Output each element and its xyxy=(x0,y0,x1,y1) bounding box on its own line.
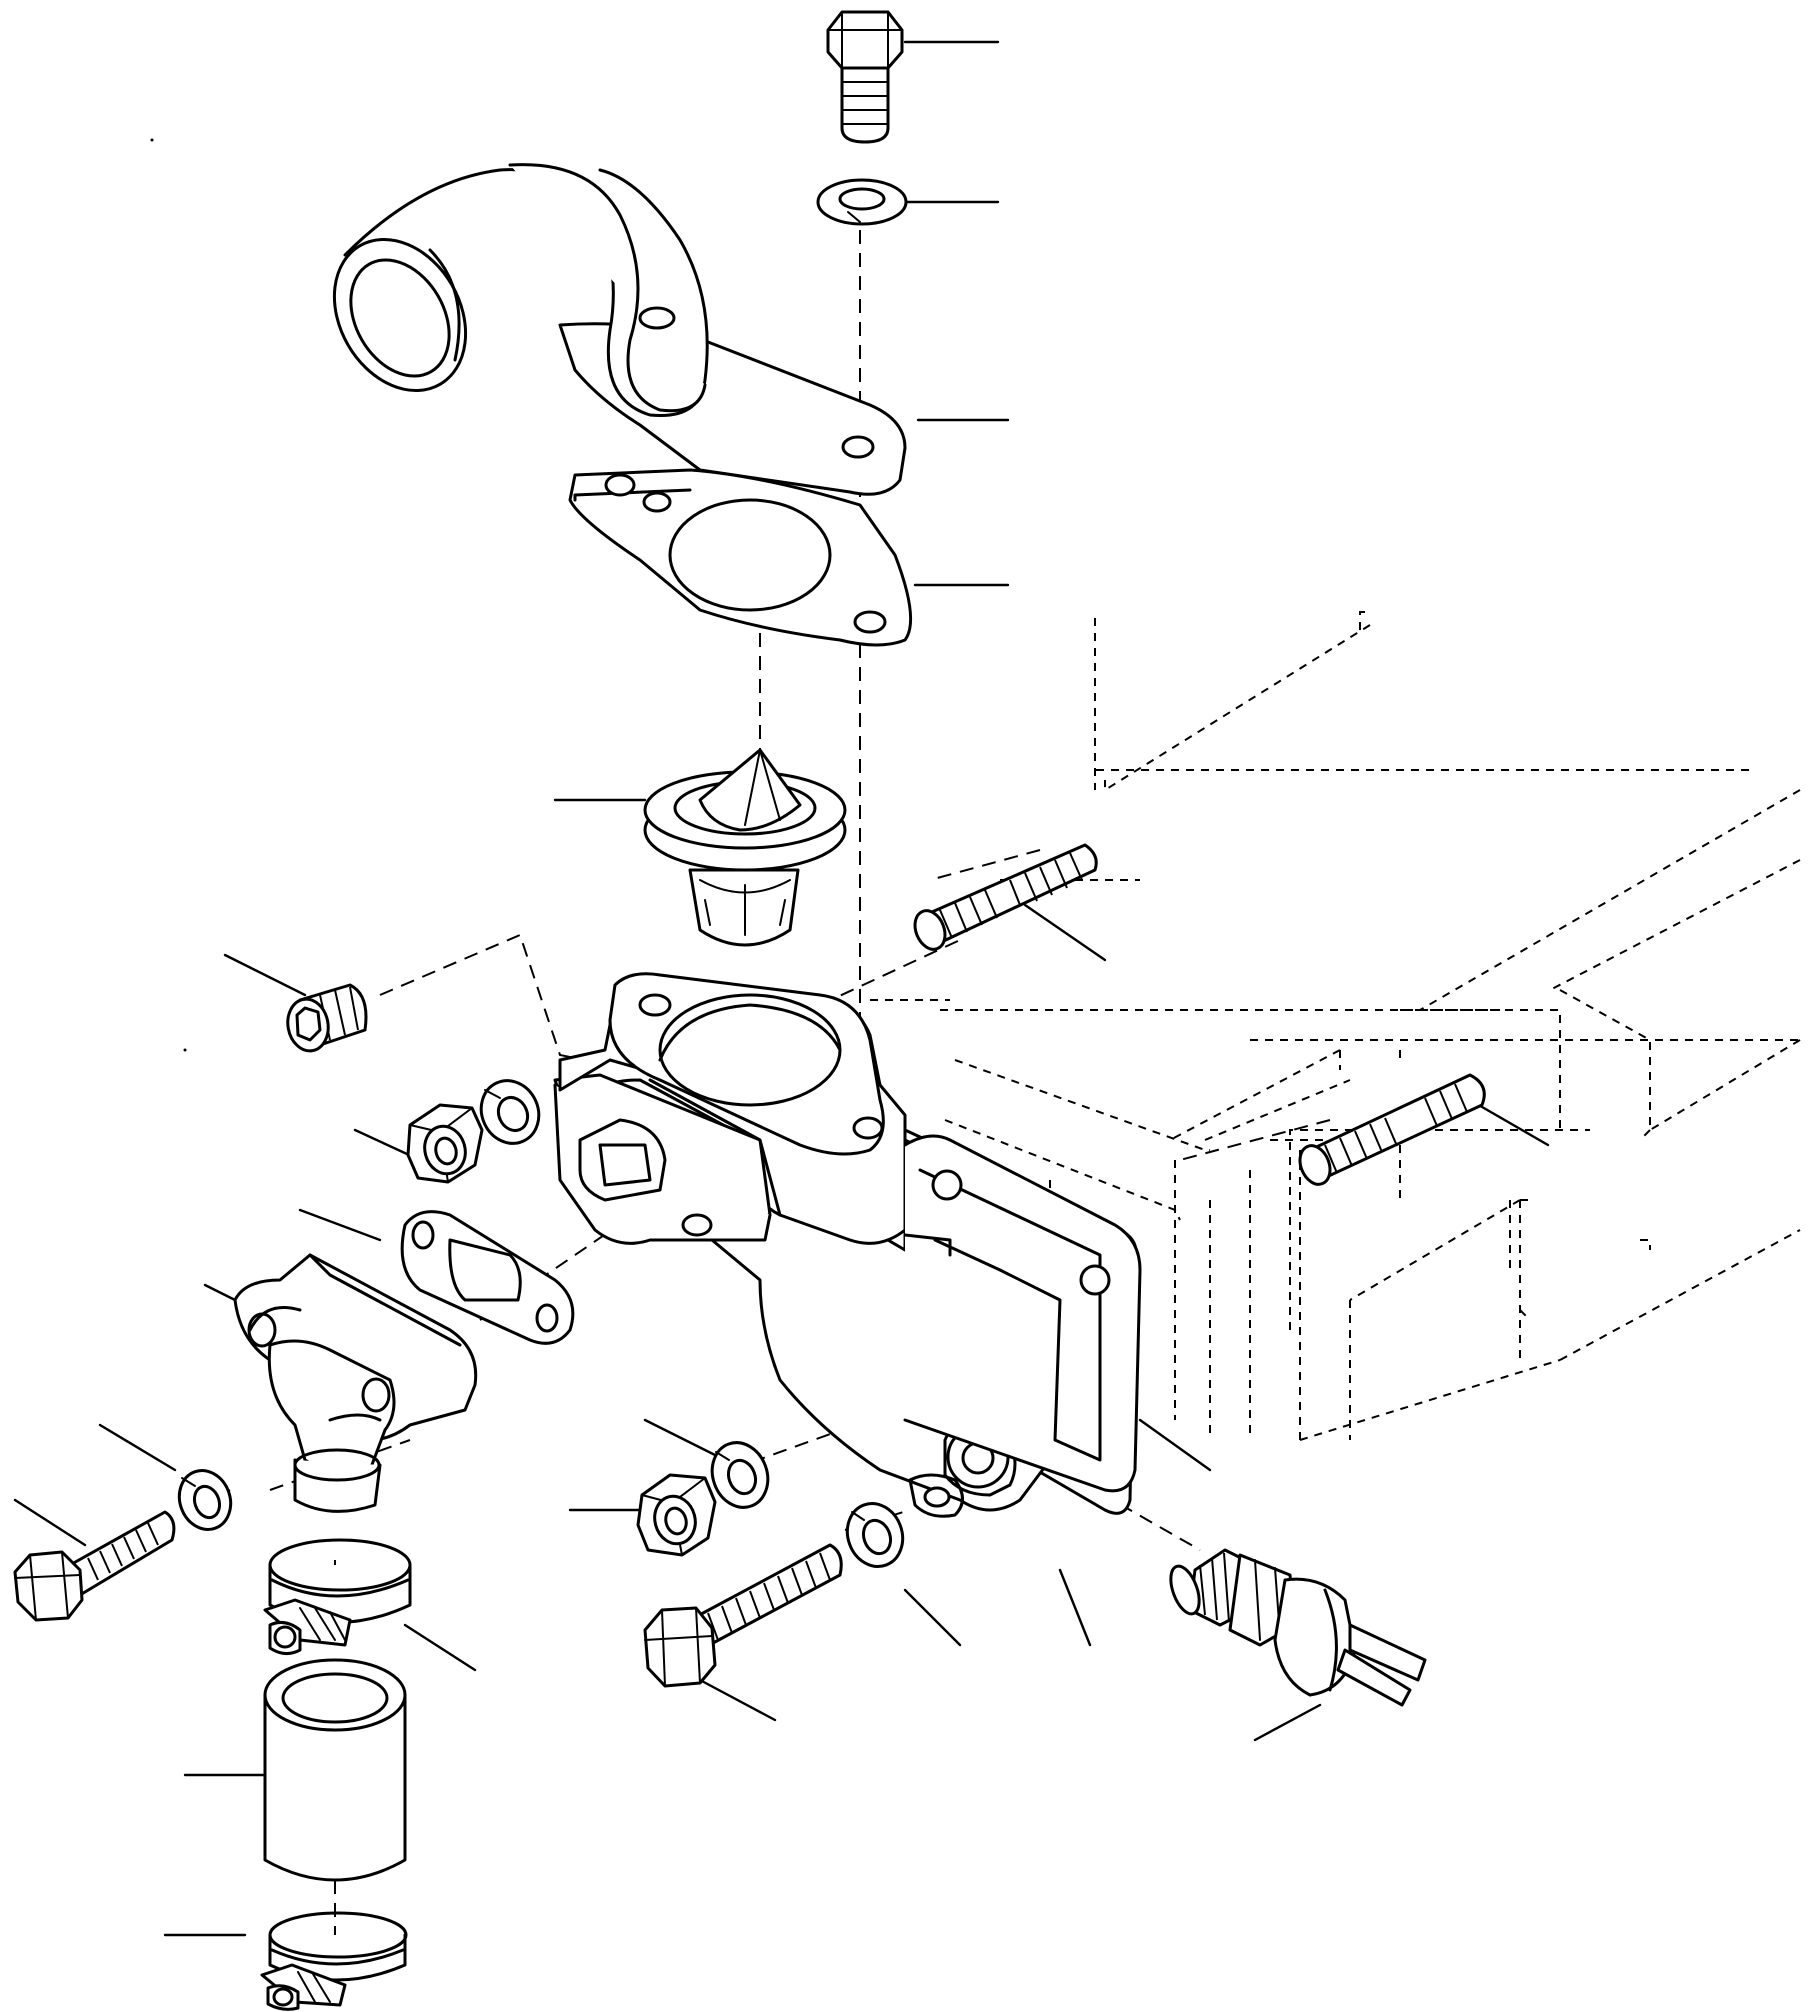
water-outlet-elbow xyxy=(332,163,907,496)
lock-washer-center xyxy=(710,1441,770,1509)
housing-gasket xyxy=(903,1134,1142,1493)
stud-upper xyxy=(913,843,1098,951)
stray-marks xyxy=(150,138,187,1052)
lock-washer-bottom xyxy=(845,1502,905,1568)
outlet-gasket xyxy=(568,468,913,647)
thermostat xyxy=(643,748,847,947)
hex-bolt-lower-left xyxy=(13,1510,176,1622)
hose xyxy=(263,1658,407,1882)
leader-lines xyxy=(13,40,1550,1937)
hex-nut-center xyxy=(636,1473,717,1557)
lock-washer-top xyxy=(816,178,908,226)
lock-washer-lower-left xyxy=(177,1469,233,1531)
elbow-connector xyxy=(233,1253,478,1513)
lock-washer-left xyxy=(479,1079,541,1145)
temperature-sender xyxy=(1169,1548,1427,1707)
hex-bolt-top xyxy=(826,10,904,144)
hose-clamp-upper xyxy=(263,1538,412,1655)
plug xyxy=(286,983,368,1053)
hex-bolt-bottom xyxy=(643,1543,843,1688)
stud-lower xyxy=(1298,1073,1486,1186)
hose-clamp-lower xyxy=(260,1911,408,2011)
hex-nut-left xyxy=(406,1103,484,1184)
connector-gasket xyxy=(400,1210,575,1345)
